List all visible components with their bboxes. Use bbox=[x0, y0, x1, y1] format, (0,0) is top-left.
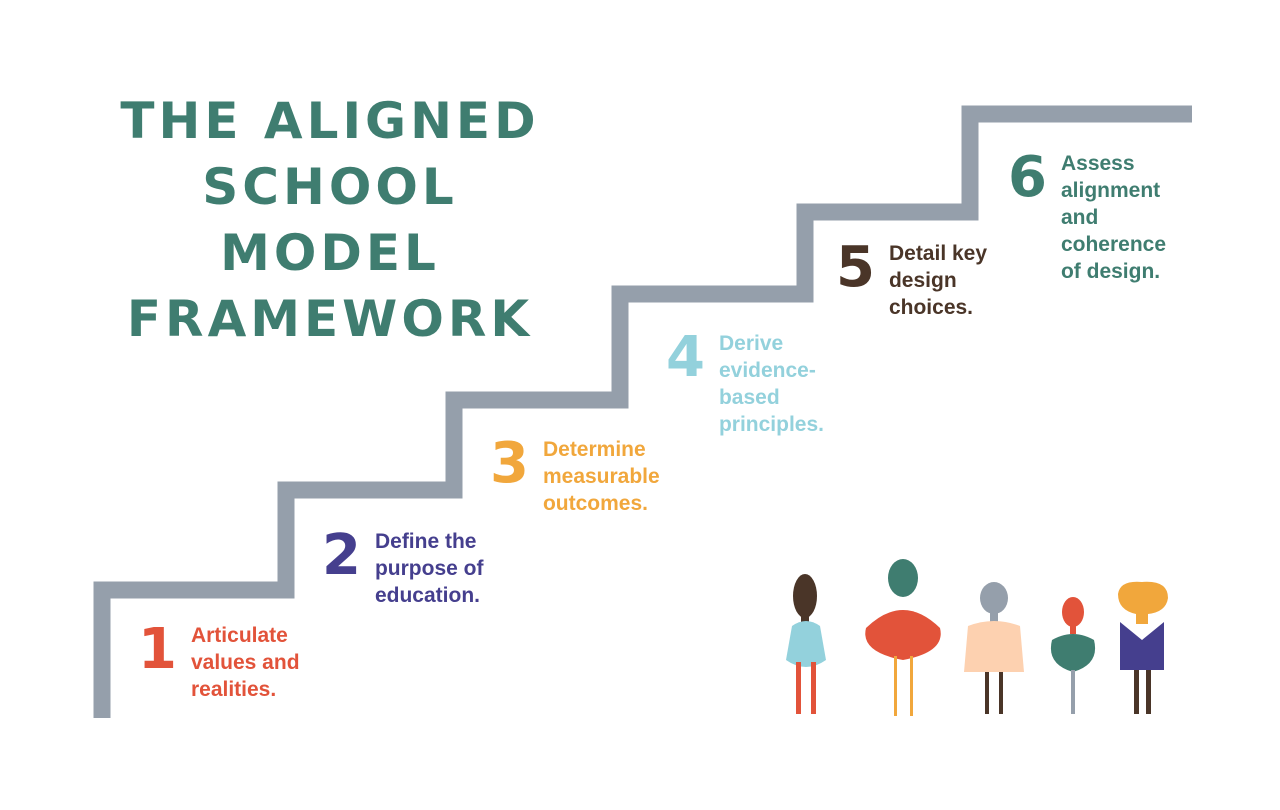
step-label: Articulate values and realities. bbox=[190, 624, 300, 701]
step-number: 5 bbox=[836, 235, 875, 300]
person-4 bbox=[1050, 597, 1096, 714]
step-6: 6 Assess alignment and coherence of desi… bbox=[1008, 150, 1191, 285]
step-4: 4 Derive evidence- based principles. bbox=[666, 330, 849, 438]
page-title: The Aligned School Model Framework bbox=[95, 88, 565, 352]
step-label: Determine measurable outcomes. bbox=[542, 438, 660, 515]
step-1: 1 Articulate values and realities. bbox=[138, 622, 341, 703]
step-number: 6 bbox=[1008, 145, 1047, 210]
person-1 bbox=[786, 574, 826, 714]
title-line-2: School Model bbox=[202, 158, 458, 282]
step-label: Detail key design choices. bbox=[888, 242, 988, 319]
step-5: 5 Detail key design choices. bbox=[836, 240, 1019, 321]
step-number: 2 bbox=[322, 523, 361, 588]
step-number: 4 bbox=[666, 325, 705, 390]
step-3: 3 Determine measurable outcomes. bbox=[490, 436, 693, 517]
step-2: 2 Define the purpose of education. bbox=[322, 528, 515, 609]
title-line-1: The Aligned bbox=[120, 92, 540, 150]
step-label: Define the purpose of education. bbox=[374, 530, 484, 607]
title-line-3: Framework bbox=[126, 290, 534, 348]
person-2 bbox=[865, 559, 941, 716]
step-number: 3 bbox=[490, 431, 529, 496]
step-number: 1 bbox=[138, 617, 177, 682]
step-label: Derive evidence- based principles. bbox=[718, 332, 824, 436]
person-5 bbox=[1118, 581, 1168, 714]
staircase-line bbox=[93, 105, 1192, 718]
person-3 bbox=[964, 582, 1024, 714]
step-label: Assess alignment and coherence of design… bbox=[1060, 152, 1167, 283]
